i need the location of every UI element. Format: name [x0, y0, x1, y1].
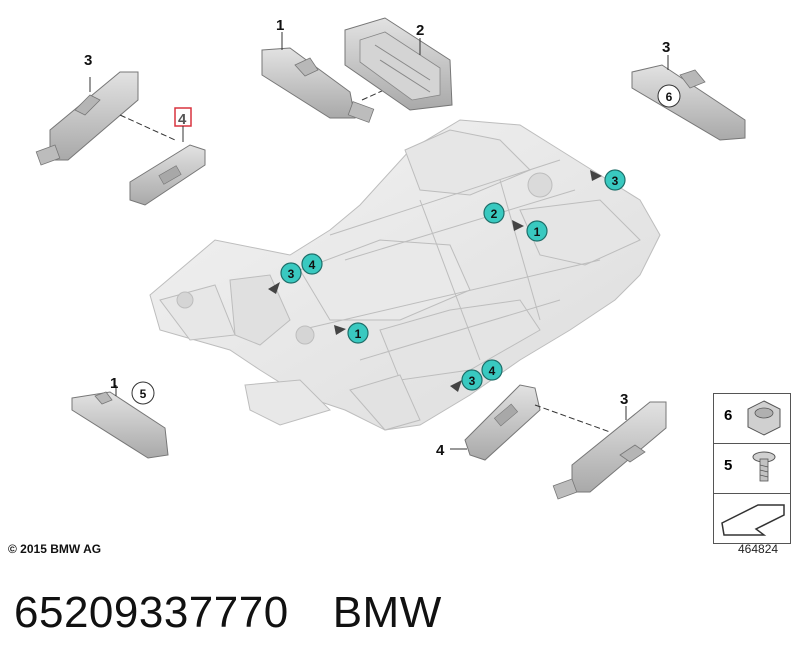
footer-caption: 65209337770 BMW [14, 588, 442, 638]
part-label-4-bottom-right: 4 [436, 442, 445, 459]
part-circle-5 [131, 381, 155, 405]
callout-rear-right: 3 [604, 169, 626, 191]
legend-label-6: 6 [724, 407, 733, 424]
callout-front-right-a: 3 [461, 369, 483, 391]
legend-nut: 6 [713, 393, 791, 444]
antenna-module-bottom-right [552, 401, 667, 500]
brand-name: BMW [332, 588, 442, 637]
part-label-3-top-right: 3 [662, 39, 670, 56]
antenna-module-bottom-left [71, 385, 169, 459]
svg-text:2: 2 [491, 207, 498, 221]
callout-center-rear-b: 1 [526, 220, 548, 242]
part-label-3-top-left: 3 [84, 52, 92, 69]
legend-screw: 5 [713, 444, 791, 494]
callout-front-right-b: 4 [481, 359, 503, 381]
svg-text:3: 3 [469, 374, 476, 388]
part-label-3-bottom-right: 3 [620, 391, 628, 408]
screw-icon [752, 451, 776, 482]
part-label-1-top-center: 1 [276, 17, 284, 34]
bracket-bottom-right [450, 384, 541, 461]
svg-text:4: 4 [309, 258, 316, 272]
svg-text:3: 3 [612, 174, 619, 188]
part-label-5-bottom-left: 5 [140, 387, 147, 401]
part-number: 65209337770 [14, 588, 289, 637]
part-label-1-bottom-left: 1 [110, 375, 118, 392]
copyright-text: © 2015 BMW AG [8, 542, 102, 556]
part-label-2-top-center: 2 [416, 22, 424, 39]
antenna-module-top-left [35, 71, 139, 166]
legend-arrow [713, 494, 791, 544]
bracket-top-left [129, 144, 206, 206]
fastener-legend: 6 5 [713, 393, 791, 544]
legend-label-5: 5 [724, 457, 733, 474]
mount-arrows [268, 170, 602, 392]
svg-text:1: 1 [355, 327, 362, 341]
callout-front-left-b: 4 [301, 253, 323, 275]
svg-text:4: 4 [489, 364, 496, 378]
callout-center-rear-a: 2 [483, 202, 505, 224]
svg-text:3: 3 [288, 267, 295, 281]
callout-front-left-c: 1 [347, 322, 369, 344]
part-label-4-top-left: 4 [178, 111, 187, 128]
callout-front-left-a: 3 [280, 262, 302, 284]
part-label-6-top-right: 6 [666, 90, 673, 104]
vehicle-floor-structure [149, 119, 661, 431]
antenna-holder-top-center [344, 17, 453, 111]
direction-arrow-icon [721, 504, 785, 536]
svg-text:1: 1 [534, 225, 541, 239]
drawing-number: 464824 [738, 542, 779, 556]
part-circle-6 [657, 84, 681, 108]
hex-nut-icon [747, 400, 781, 436]
antenna-module-top-right [631, 55, 746, 141]
parts-diagram: 3 4 1 2 3 6 1 5 [35, 17, 746, 500]
antenna-module-top-center [261, 32, 375, 123]
